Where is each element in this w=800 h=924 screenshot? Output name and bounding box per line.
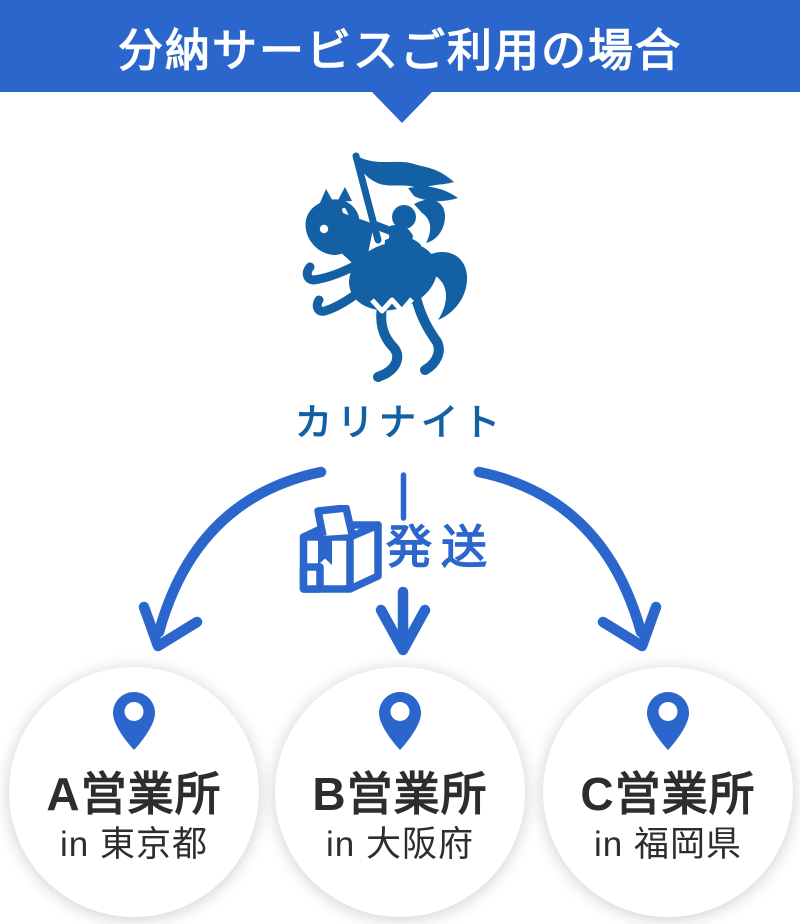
branch-card-c: C営業所 in 福岡県 bbox=[543, 667, 793, 917]
header-banner: 分納サービスご利用の場合 bbox=[0, 0, 800, 92]
shipping-label: 発送 bbox=[386, 521, 496, 573]
arrow-to-branch-c bbox=[473, 466, 662, 652]
branch-location: in 東京都 bbox=[60, 824, 208, 864]
branch-card-b: B営業所 in 大阪府 bbox=[275, 667, 525, 917]
banner-arrow-icon bbox=[372, 92, 432, 123]
branch-location: in 大阪府 bbox=[326, 824, 474, 864]
branch-card-a: A営業所 in 東京都 bbox=[9, 667, 259, 917]
branch-name: B営業所 bbox=[312, 768, 488, 820]
map-pin-icon bbox=[647, 692, 689, 750]
branch-name: A営業所 bbox=[46, 768, 222, 820]
arrow-to-branch-b bbox=[375, 586, 431, 656]
knight-on-horse-icon bbox=[302, 152, 468, 382]
page-title: 分納サービスご利用の場合 bbox=[117, 24, 682, 76]
sender-name: カリナイト bbox=[295, 402, 505, 443]
branch-location: in 福岡県 bbox=[594, 824, 742, 864]
branch-name: C営業所 bbox=[580, 768, 756, 820]
map-pin-icon bbox=[113, 692, 155, 750]
map-pin-icon bbox=[379, 692, 421, 750]
package-box-icon bbox=[299, 505, 382, 593]
